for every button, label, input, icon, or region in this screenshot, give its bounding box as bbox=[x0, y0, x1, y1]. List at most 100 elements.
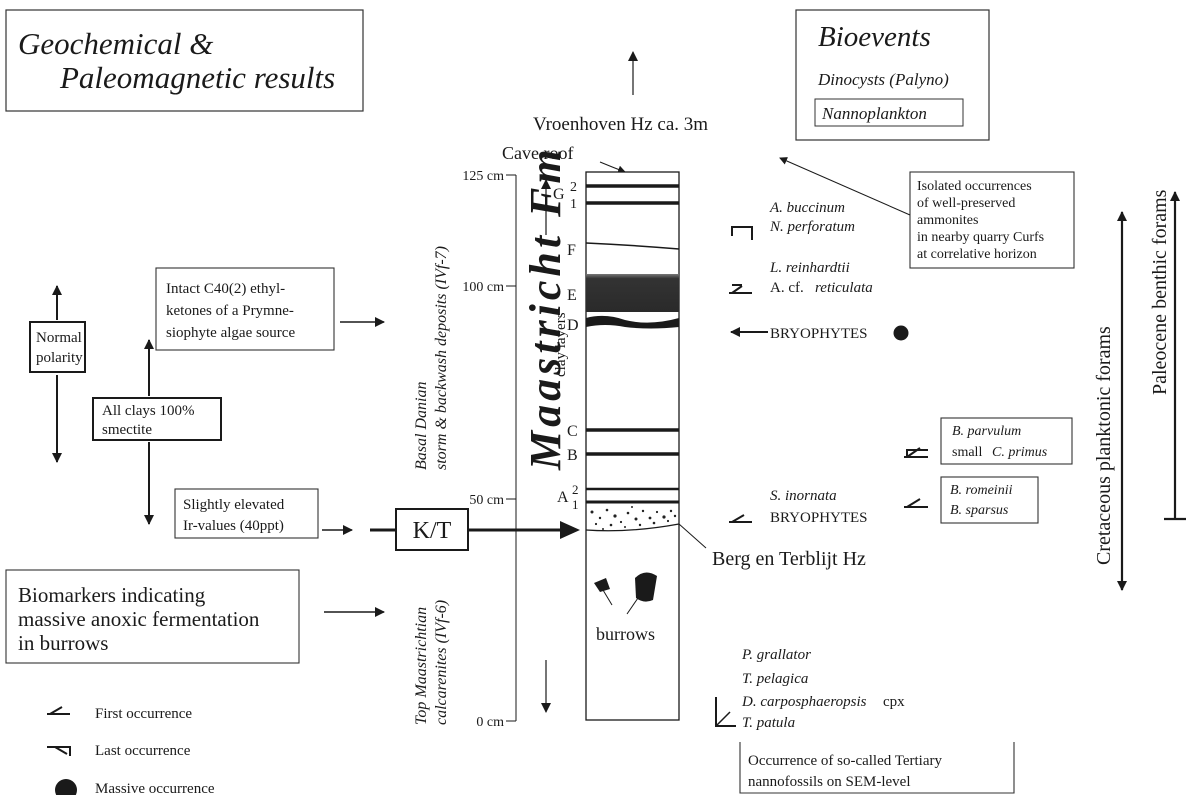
first-occurrence-icon bbox=[904, 447, 928, 458]
taxon-n-perforatum: N. perforatum bbox=[769, 219, 855, 235]
lower-unit-line2: calcarenites (IVf-6) bbox=[433, 600, 450, 725]
strat-column bbox=[585, 171, 680, 721]
taxon-c-primus-name: C. primus bbox=[992, 445, 1048, 460]
last-occurrence-icon bbox=[731, 226, 753, 240]
bryophytes-upper-label: BRYOPHYTES bbox=[770, 326, 868, 342]
clays-box bbox=[92, 397, 222, 441]
geochem-title-box bbox=[5, 9, 364, 112]
taxon-t-pelagica: T. pelagica bbox=[742, 671, 808, 687]
kt-label: K/T bbox=[413, 518, 452, 544]
normal-polarity-box bbox=[29, 321, 86, 373]
ethylketone-line3: siophyte algae source bbox=[166, 325, 295, 341]
biomarkers-box bbox=[5, 569, 300, 664]
kt-boundary-clay-speckle bbox=[590, 506, 677, 530]
layer-label-a2: 2 bbox=[572, 482, 579, 497]
depth-label-125: 125 cm bbox=[462, 169, 504, 184]
burrows-icon bbox=[594, 572, 657, 615]
nannoplankton-box bbox=[814, 98, 964, 127]
taxon-c-primus-prefix: small bbox=[952, 445, 982, 460]
ammonites-line3: ammonites bbox=[917, 213, 978, 228]
taxon-s-inornata: S. inornata bbox=[770, 488, 837, 504]
taxon-a-reticulata-prefix: A. cf. bbox=[770, 280, 804, 296]
taxon-a-reticulata-name: reticulata bbox=[815, 280, 873, 296]
lower-unit-line1: Top Maastrichtian bbox=[413, 607, 430, 725]
bryophytes-lower-label: BRYOPHYTES bbox=[770, 510, 868, 526]
first-occurrence-icon bbox=[715, 697, 736, 727]
depth-label-100: 100 cm bbox=[462, 280, 504, 295]
layer-label-a1: 1 bbox=[572, 497, 579, 512]
ethylketone-line1: Intact C40(2) ethyl- bbox=[166, 281, 285, 297]
iridium-box bbox=[174, 488, 319, 539]
clays-line2: smectite bbox=[102, 422, 152, 438]
clays-line1: All clays 100% bbox=[102, 403, 194, 419]
taxon-l-reinhardtii: L. reinhardtii bbox=[769, 260, 850, 276]
romeinii-box bbox=[940, 476, 1039, 524]
layer-label-e: E bbox=[567, 287, 577, 304]
tertiary-nanno-box bbox=[739, 742, 1015, 794]
cretaceous-forams-label: Cretaceous planktonic forams bbox=[1093, 326, 1115, 565]
layer-label-d: D bbox=[567, 317, 579, 334]
layer-label-b: B bbox=[567, 447, 578, 464]
legend-last-icon bbox=[47, 746, 71, 756]
layer-label-g2: 2 bbox=[570, 180, 577, 195]
first-occurrence-icon bbox=[729, 514, 752, 523]
normal-polarity-line1: Normal bbox=[36, 330, 82, 346]
legend-first-label: First occurrence bbox=[95, 706, 192, 722]
first-occurrence-icon bbox=[904, 498, 928, 508]
cave-roof-label: Cave roof bbox=[502, 143, 573, 163]
burrows-label: burrows bbox=[596, 624, 655, 644]
bioevents-box bbox=[795, 9, 990, 141]
layer-e bbox=[586, 274, 679, 312]
layer-f bbox=[585, 242, 680, 250]
tertiary-nanno-line1: Occurrence of so-called Tertiary bbox=[748, 753, 942, 769]
legend-massive-label: Massive occurrence bbox=[95, 781, 215, 795]
taxon-b-romeinii: B. romeinii bbox=[950, 483, 1013, 498]
iridium-line2: Ir-values (40ppt) bbox=[183, 518, 284, 534]
geochem-title-line2: Paleomagnetic results bbox=[59, 60, 335, 95]
layer-label-c: C bbox=[567, 423, 578, 440]
taxon-a-buccinum: A. buccinum bbox=[769, 200, 845, 216]
iridium-line1: Slightly elevated bbox=[183, 497, 285, 513]
taxon-p-grallator: P. grallator bbox=[741, 647, 811, 663]
layer-label-f: F bbox=[567, 242, 576, 259]
biomarkers-line1: Biomarkers indicating bbox=[18, 583, 206, 607]
upper-unit-line2: storm & backwash deposits (IVf-7) bbox=[433, 246, 450, 470]
layer-label-g: G bbox=[553, 186, 565, 203]
bioevents-title: Bioevents bbox=[818, 21, 931, 53]
ammonites-line4: in nearby quarry Curfs bbox=[917, 230, 1044, 245]
bioevents-nannoplankton: Nannoplankton bbox=[821, 104, 927, 123]
clay-layers-label: clay layers bbox=[553, 312, 569, 377]
layer-d bbox=[586, 315, 679, 329]
parvulum-box bbox=[940, 417, 1073, 465]
first-occurrence-icon bbox=[729, 285, 752, 294]
normal-polarity-line2: polarity bbox=[36, 350, 83, 366]
massive-occurrence-icon bbox=[893, 325, 909, 341]
ethylketone-box bbox=[155, 267, 335, 351]
berg-leader-line bbox=[678, 523, 707, 549]
vroenhoven-label: Vroenhoven Hz ca. 3m bbox=[533, 114, 708, 135]
geochem-title-line1: Geochemical & bbox=[18, 26, 213, 61]
kt-box bbox=[395, 508, 469, 551]
legend-first-icon bbox=[47, 706, 70, 715]
ethylketone-line2: ketones of a Prymne- bbox=[166, 303, 294, 319]
layer-label-a: A bbox=[557, 489, 569, 506]
ammonites-line1: Isolated occurrences bbox=[917, 179, 1032, 194]
maastricht-fm-label: Maastricht Fm bbox=[521, 145, 570, 471]
kt-hardground-line bbox=[585, 523, 680, 532]
paleocene-forams-label: Paleocene benthic forams bbox=[1149, 189, 1171, 395]
ammonites-line5: at correlative horizon bbox=[917, 247, 1037, 262]
layer-label-g1: 1 bbox=[570, 197, 577, 212]
biomarkers-line3: in burrows bbox=[18, 631, 108, 655]
legend-massive-icon bbox=[55, 779, 77, 795]
taxon-t-patula: T. patula bbox=[742, 715, 795, 731]
upper-unit-line1: Basal Danian bbox=[413, 382, 430, 470]
ammonites-line2: of well-preserved bbox=[917, 196, 1015, 211]
berg-en-terblijt-label: Berg en Terblijt Hz bbox=[712, 548, 866, 570]
kt-arrowhead bbox=[560, 521, 580, 539]
taxon-d-carposphaeropsis: D. carposphaeropsis bbox=[741, 694, 867, 710]
taxon-b-parvulum: B. parvulum bbox=[952, 424, 1021, 439]
depth-label-50: 50 cm bbox=[469, 493, 504, 508]
tertiary-nanno-line2: nannofossils on SEM-level bbox=[748, 774, 911, 790]
